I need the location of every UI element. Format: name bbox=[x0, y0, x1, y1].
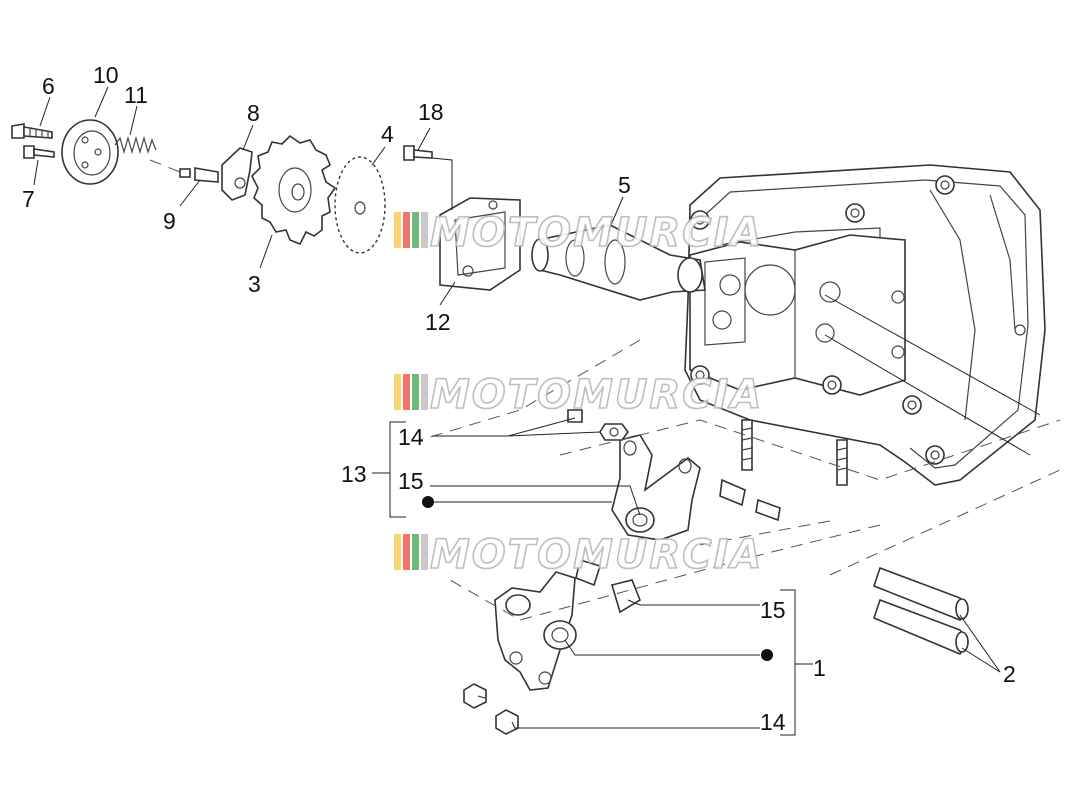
callout-8: 8 bbox=[247, 100, 260, 126]
rocker-arm-lower bbox=[463, 558, 641, 735]
spring-11 bbox=[114, 135, 157, 155]
watermark-middle: MOTOMURCIA bbox=[394, 371, 763, 419]
assembly-dashed-lines bbox=[149, 159, 1061, 621]
callout-10: 10 bbox=[93, 62, 119, 88]
callout-11: 11 bbox=[124, 82, 148, 108]
watermark-stripe-2 bbox=[403, 534, 410, 570]
flywheel-flange bbox=[61, 119, 119, 185]
rocker-arm-upper bbox=[567, 409, 781, 541]
watermark-stripe-3 bbox=[412, 374, 419, 410]
watermark-stripe-4 bbox=[421, 374, 428, 410]
watermark-stripe-3 bbox=[412, 534, 419, 570]
callout-18: 18 bbox=[418, 99, 444, 125]
watermark-stripe-2 bbox=[403, 212, 410, 248]
callout-15-lower: 15 bbox=[760, 597, 786, 623]
callout-3: 3 bbox=[248, 271, 261, 297]
callout-labels: 6 10 11 7 9 8 3 4 18 5 12 13 14 15 15 1 … bbox=[22, 62, 1016, 735]
bolt-7 bbox=[23, 145, 55, 159]
watermark-stripe-1 bbox=[394, 212, 401, 248]
watermark-text-middle: MOTOMURCIA bbox=[430, 372, 763, 418]
watermark-top: MOTOMURCIA bbox=[394, 209, 763, 257]
callout-4: 4 bbox=[381, 121, 394, 147]
callout-14-upper: 14 bbox=[398, 424, 424, 450]
rocker-shaft-pins bbox=[873, 566, 969, 655]
watermark-stripe-4 bbox=[421, 212, 428, 248]
reference-dot-lower bbox=[761, 649, 773, 661]
cam-cover-plate bbox=[439, 197, 521, 291]
callout-2: 2 bbox=[1003, 661, 1016, 687]
camshaft bbox=[531, 224, 706, 301]
reference-dot-upper bbox=[422, 496, 434, 508]
bolt-6 bbox=[11, 123, 53, 139]
leader-lines bbox=[33, 86, 1041, 736]
callout-6: 6 bbox=[42, 73, 55, 99]
cylinder-head bbox=[684, 164, 1046, 486]
callout-5: 5 bbox=[618, 172, 631, 198]
watermark-stripe-1 bbox=[394, 534, 401, 570]
watermark-text-bottom: MOTOMURCIA bbox=[430, 532, 763, 578]
callout-7: 7 bbox=[22, 186, 35, 212]
decompressor-weight bbox=[179, 147, 253, 201]
watermark-stripe-2 bbox=[403, 374, 410, 410]
callout-14-lower: 14 bbox=[760, 709, 786, 735]
timing-gear bbox=[251, 134, 337, 246]
callout-13: 13 bbox=[341, 461, 367, 487]
callout-12: 12 bbox=[425, 309, 451, 335]
screw-18 bbox=[403, 145, 433, 161]
watermark-stripe-4 bbox=[421, 534, 428, 570]
watermark-stripe-3 bbox=[412, 212, 419, 248]
callout-15-upper: 15 bbox=[398, 468, 424, 494]
watermark-stripe-1 bbox=[394, 374, 401, 410]
callout-1: 1 bbox=[813, 655, 826, 681]
callout-9: 9 bbox=[163, 208, 176, 234]
cam-sprocket-thin bbox=[334, 156, 386, 254]
watermark-text-top: MOTOMURCIA bbox=[430, 210, 763, 256]
watermark-bottom: MOTOMURCIA bbox=[394, 531, 763, 579]
